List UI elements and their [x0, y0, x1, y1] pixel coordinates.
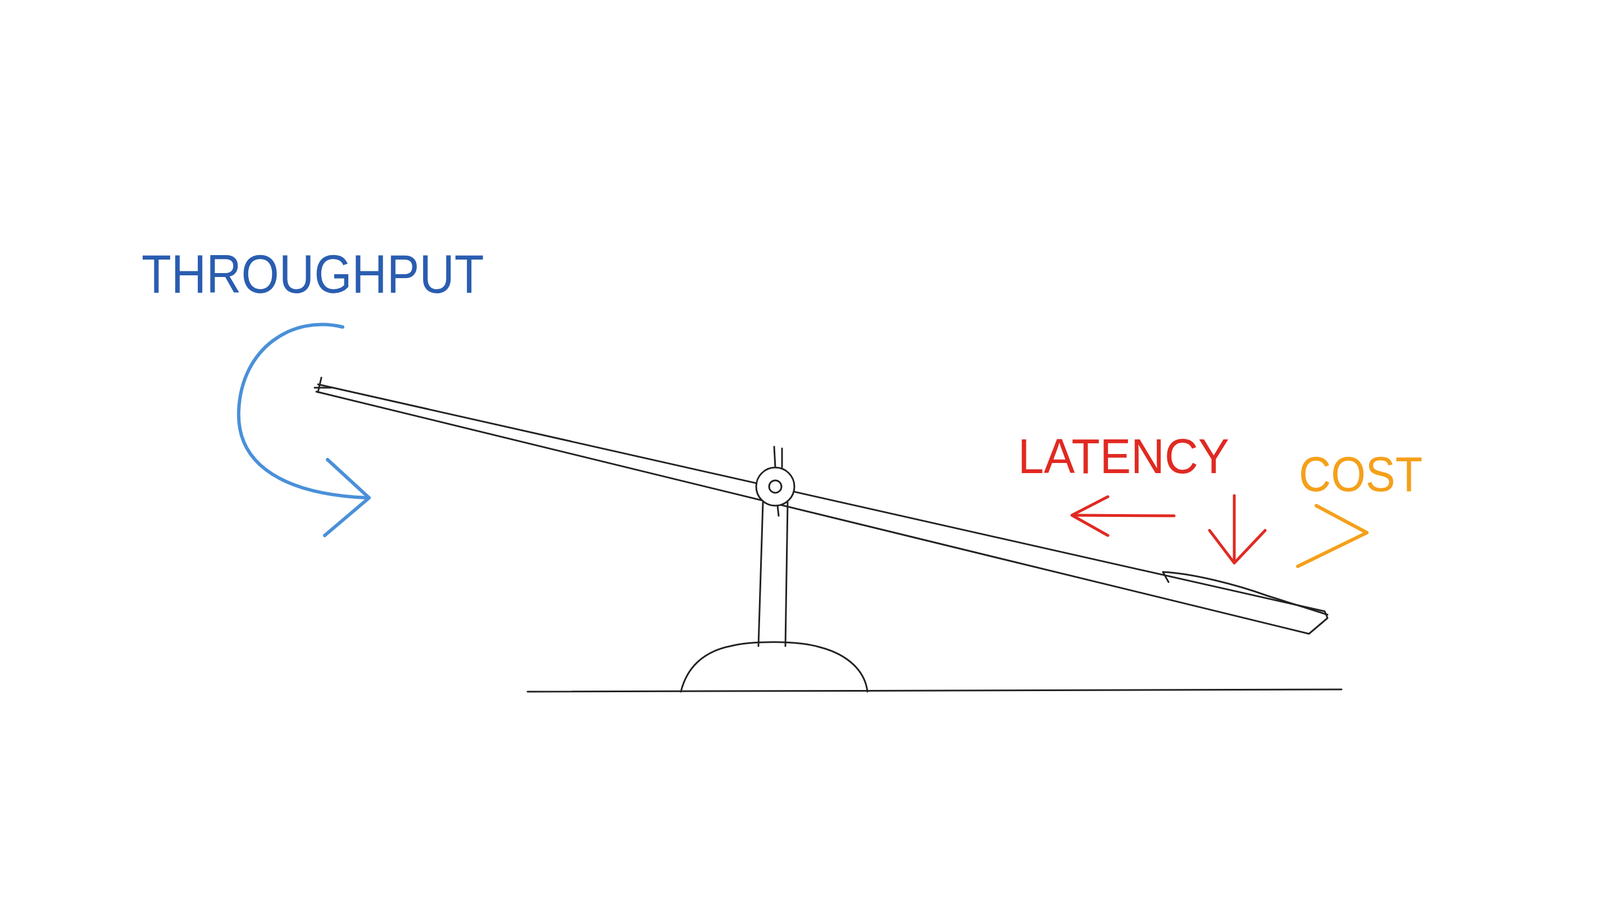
latency-down-arrow	[1233, 495, 1236, 562]
latency-down-arrowhead	[1209, 530, 1266, 563]
axis-label: COST	[1298, 449, 1423, 499]
cost-arrowhead	[1297, 505, 1367, 567]
pivot-pin	[769, 480, 782, 493]
pivot-base	[680, 642, 868, 692]
throughput-arrow	[238, 324, 368, 498]
throughput-arrowhead	[324, 459, 370, 536]
seesaw-beam	[316, 384, 1328, 634]
pivot-circle	[756, 467, 795, 506]
pivot-post	[758, 502, 788, 647]
beam-end-mark	[314, 377, 332, 393]
latency-left-arrowhead	[1071, 496, 1108, 536]
latency-left-arrow	[1073, 515, 1175, 516]
axis-label: LATENCY	[1017, 431, 1230, 481]
beam-wedge	[1162, 571, 1328, 615]
axis-label: THROUGHPUT	[141, 247, 485, 302]
ground-line	[527, 689, 1342, 692]
